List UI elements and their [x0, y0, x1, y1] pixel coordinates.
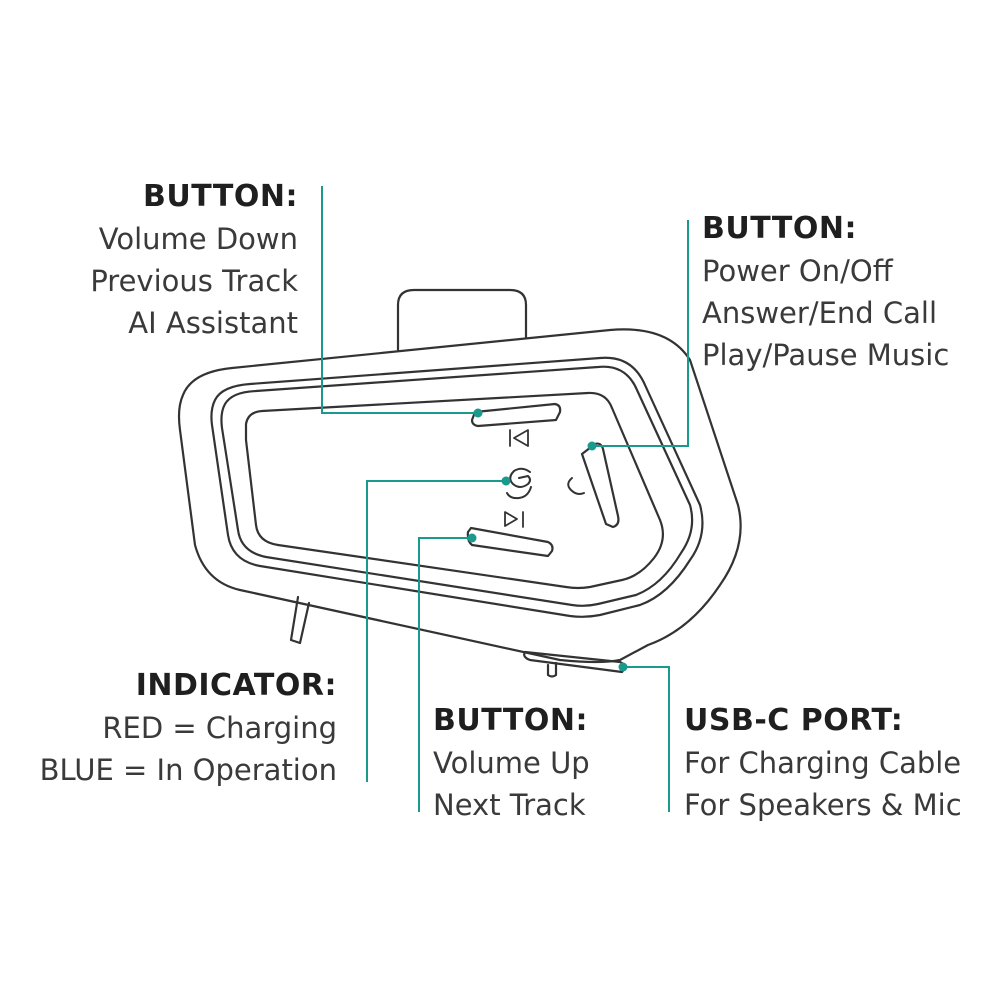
callout-volume-up: BUTTON: Volume Up Next Track: [433, 700, 590, 826]
phone-handset-icon: [567, 477, 585, 495]
callout-heading: BUTTON:: [702, 211, 857, 246]
button-panel: [244, 391, 665, 590]
dot-volume-down: [473, 408, 483, 418]
callout-line: Next Track: [433, 788, 586, 822]
callout-heading: INDICATOR:: [135, 668, 337, 703]
mount-clip: [396, 288, 528, 352]
leader-volume-up: [418, 537, 472, 812]
callout-line: BLUE = In Operation: [39, 753, 337, 787]
dot-usb: [618, 662, 628, 672]
callout-line: Previous Track: [90, 264, 298, 298]
volume-down-button: [470, 402, 562, 428]
device-body-outer: [177, 328, 742, 664]
callout-volume-down: BUTTON: Volume Down Previous Track AI As…: [90, 176, 298, 344]
callout-line: For Speakers & Mic: [684, 788, 962, 822]
callout-usb-c-port: USB-C PORT: For Charging Cable For Speak…: [684, 700, 962, 826]
callout-heading: USB-C PORT:: [684, 703, 904, 738]
callout-heading: BUTTON:: [433, 703, 588, 738]
callout-line: AI Assistant: [128, 306, 298, 340]
leader-usb: [623, 666, 670, 812]
leader-indicator: [366, 480, 506, 782]
device-body-rim: [210, 356, 704, 618]
callout-line: Power On/Off: [702, 254, 893, 288]
next-play-pause-icon: [504, 511, 524, 528]
dot-indicator: [501, 476, 511, 486]
callout-heading: BUTTON:: [143, 179, 298, 214]
callout-line: Play/Pause Music: [702, 338, 950, 372]
callout-line: Volume Up: [433, 746, 590, 780]
dot-power: [587, 441, 597, 451]
callout-line: For Charging Cable: [684, 746, 962, 780]
volume-up-button: [466, 526, 554, 558]
callout-line: Answer/End Call: [702, 296, 938, 330]
power-button: [580, 442, 620, 529]
leader-volume-down: [321, 186, 478, 414]
callout-line: RED = Charging: [102, 711, 337, 745]
callout-power: BUTTON: Power On/Off Answer/End Call Pla…: [702, 208, 949, 376]
callout-line: Volume Down: [98, 222, 298, 256]
previous-track-icon: [509, 429, 529, 447]
dot-volume-up: [467, 533, 477, 543]
ai-assistant-icon: [506, 467, 532, 500]
leader-power: [592, 220, 689, 447]
callout-indicator: INDICATOR: RED = Charging BLUE = In Oper…: [40, 665, 337, 791]
mount-peg: [289, 595, 311, 645]
